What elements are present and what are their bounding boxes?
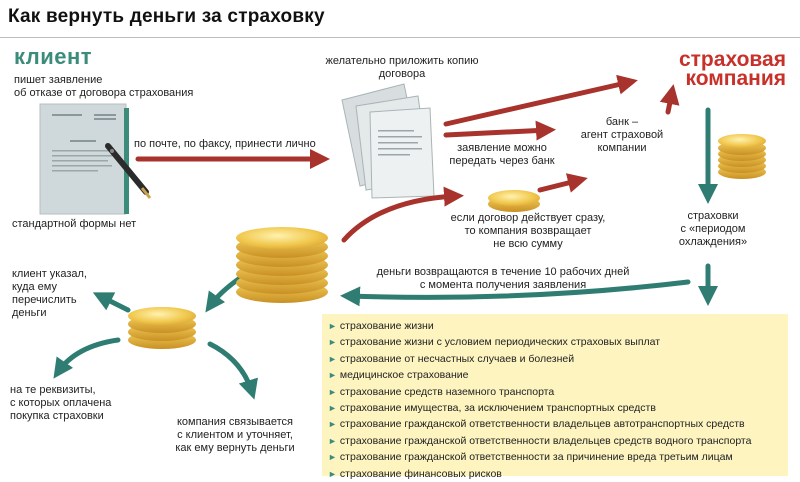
partial-refund-text: если договор действует сразу, то компани… (450, 212, 606, 250)
client-specified-text: клиент указал, куда ему перечислить день… (12, 268, 87, 319)
refund-time-text: деньги возвращаются в течение 10 рабочих… (376, 266, 630, 291)
application-document-icon (39, 103, 129, 215)
list-item: ►страхование финансовых рисков (328, 467, 502, 480)
title-divider (0, 37, 800, 38)
no-standard-form-text: стандартной формы нет (12, 218, 137, 230)
coin-partial-refund-icon (488, 190, 540, 212)
list-item: ►страхование имущества, за исключением т… (328, 402, 656, 415)
coin-stack-refund-icon (236, 227, 328, 303)
insurance-company-heading: страховая компания (678, 48, 786, 90)
bank-transfer-note: заявление можно передать через банк (449, 142, 555, 167)
company-contacts-text: компания связывается с клиентом и уточня… (175, 416, 295, 454)
insurance-types-panel (322, 314, 788, 476)
contract-copy-note: желательно приложить копию договора (325, 55, 479, 80)
teal-arrows (53, 107, 718, 400)
client-writes-text: пишет заявление об отказе от договора ст… (14, 74, 194, 99)
client-heading: клиент (14, 44, 93, 69)
list-item: ►страхование жизни (328, 320, 434, 332)
coin-stack-company-icon (718, 134, 766, 179)
page-title: Как вернуть деньги за страховку (8, 6, 325, 27)
coin-stack-client-icon (128, 307, 196, 349)
red-arrows (135, 74, 680, 243)
contract-copy-icon (341, 83, 435, 199)
payment-details-text: на те реквизиты, с которых оплачена поку… (10, 384, 112, 422)
list-item: ►страхование гражданской ответственности… (328, 434, 752, 447)
list-item: ►страхование гражданской ответственности… (328, 418, 745, 431)
list-item: ►страхование от несчастных случаев и бол… (328, 352, 575, 365)
list-item: ►медицинское страхование (328, 369, 469, 382)
list-item: ►страхование средств наземного транспорт… (328, 385, 555, 398)
list-item: ►страхование жизни с условием периодичес… (328, 336, 661, 349)
insurance-types-list: ►страхование жизни ►страхование жизни с … (328, 318, 751, 482)
delivery-methods-text: по почте, по факсу, принести лично (134, 138, 316, 150)
list-item: ►страхование гражданской ответственности… (328, 451, 733, 464)
cooling-period-text: страховки с «периодом охлаждения» (678, 210, 748, 248)
pen-icon (105, 143, 152, 199)
bank-agent-text: банк – агент страховой компании (580, 116, 664, 154)
